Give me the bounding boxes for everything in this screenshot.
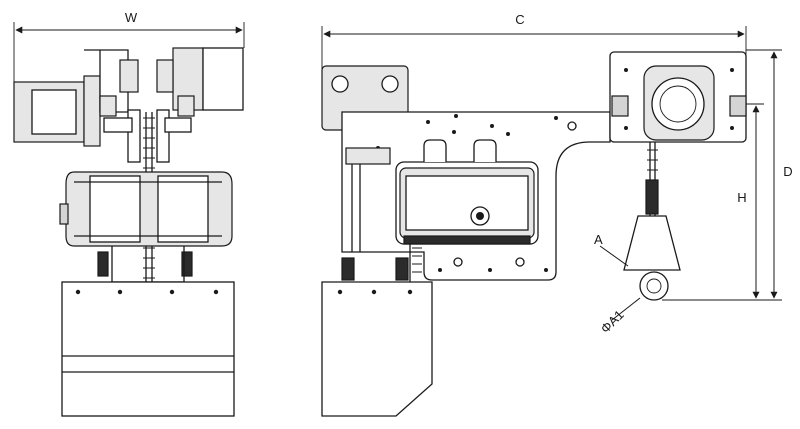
dimension-w: W bbox=[13, 10, 245, 82]
dimension-a1: ΦA1 bbox=[598, 297, 641, 336]
hoist-body-side bbox=[395, 139, 539, 245]
dimension-c: C bbox=[321, 12, 747, 70]
dimension-w-label: W bbox=[125, 10, 138, 25]
dimension-a: A bbox=[594, 232, 629, 267]
end-carriage bbox=[609, 51, 747, 143]
side-view: C bbox=[321, 12, 793, 417]
front-view: W bbox=[13, 10, 245, 417]
dimension-d-label: D bbox=[783, 164, 792, 179]
trolley-frame-right bbox=[156, 47, 244, 117]
dimension-d: D bbox=[662, 49, 793, 301]
dimension-h-label: H bbox=[737, 190, 746, 205]
dimension-h: H bbox=[737, 103, 764, 299]
dimension-c-label: C bbox=[515, 12, 524, 27]
buffer-springs-side bbox=[341, 244, 422, 282]
chain-container-side bbox=[321, 281, 433, 417]
chain-container-front bbox=[61, 281, 235, 417]
buffer-springs-front bbox=[97, 246, 193, 283]
hoist-body-front bbox=[59, 171, 233, 247]
dimension-a-label: A bbox=[594, 232, 603, 247]
hook-block bbox=[623, 142, 681, 301]
trolley-motor bbox=[13, 49, 139, 147]
